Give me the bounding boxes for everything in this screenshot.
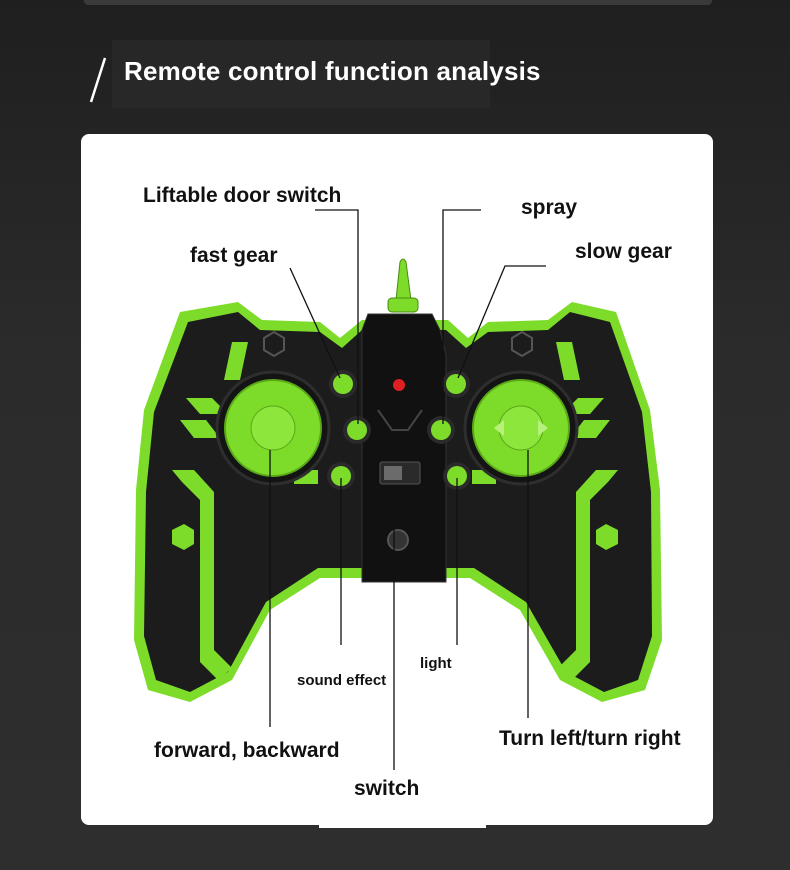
- antenna-icon: [387, 258, 419, 313]
- port-icon: [387, 529, 409, 551]
- label-spray: spray: [521, 196, 578, 219]
- label-turn-left-right: Turn left/turn right: [499, 727, 681, 750]
- power-switch: [379, 461, 421, 485]
- right-joystick: [463, 370, 579, 486]
- title-slash-icon: [89, 57, 107, 103]
- slow-gear-button: [442, 370, 470, 398]
- door-switch-button: [343, 416, 371, 444]
- spray-button: [427, 416, 455, 444]
- label-forward-backward: forward, backward: [154, 739, 340, 762]
- fast-gear-button: [329, 370, 357, 398]
- power-led-icon: [393, 379, 405, 391]
- page-title: Remote control function analysis: [124, 56, 541, 86]
- card-bottom-tab: [319, 820, 486, 828]
- label-switch: switch: [354, 777, 420, 800]
- label-slow-gear: slow gear: [575, 240, 672, 263]
- left-joystick: [215, 370, 331, 486]
- leader-lines: [269, 209, 546, 770]
- top-divider-strip: [84, 0, 712, 5]
- light-button: [443, 462, 471, 490]
- controller-body: [134, 302, 662, 702]
- label-sound-effect: sound effect: [297, 672, 387, 689]
- label-light: light: [420, 655, 452, 672]
- sound-effect-button: [327, 462, 355, 490]
- label-fast-gear: fast gear: [190, 244, 278, 267]
- label-liftable-door-switch: Liftable door switch: [143, 184, 342, 207]
